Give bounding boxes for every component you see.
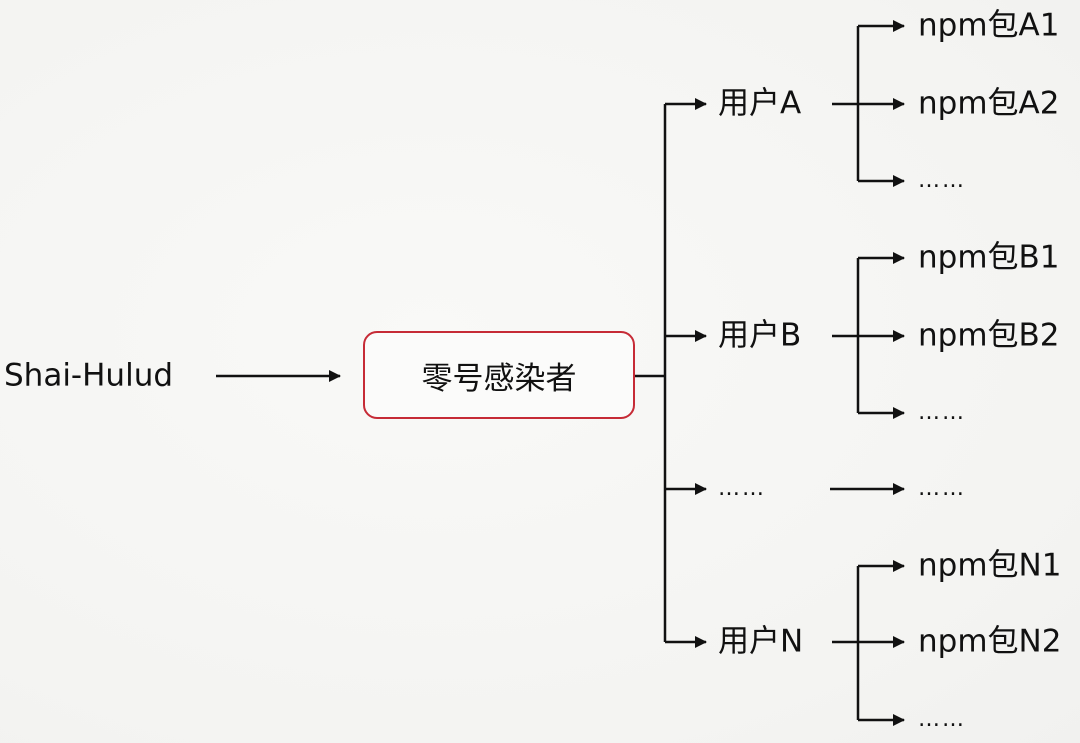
package-a2-label: npm包A2 (918, 85, 1060, 122)
package-a1-label: npm包A1 (918, 7, 1060, 44)
user-a-label: 用户A (718, 85, 802, 122)
user-n-label: 用户N (718, 623, 804, 660)
package-n-more-label: …… (918, 707, 966, 732)
package-more-label: …… (918, 476, 966, 501)
patient-zero-box: 零号感染者 (363, 331, 635, 419)
patient-zero-label: 零号感染者 (421, 360, 577, 397)
user-b-label: 用户B (718, 317, 802, 354)
package-a-more-label: …… (918, 168, 966, 193)
package-b2-label: npm包B2 (918, 317, 1060, 354)
package-b1-label: npm包B1 (918, 239, 1060, 276)
user-more-label: …… (718, 476, 766, 501)
source-node-label: Shai-Hulud (4, 357, 174, 394)
package-b-more-label: …… (918, 400, 966, 425)
package-n1-label: npm包N1 (918, 547, 1062, 584)
package-n2-label: npm包N2 (918, 623, 1062, 660)
